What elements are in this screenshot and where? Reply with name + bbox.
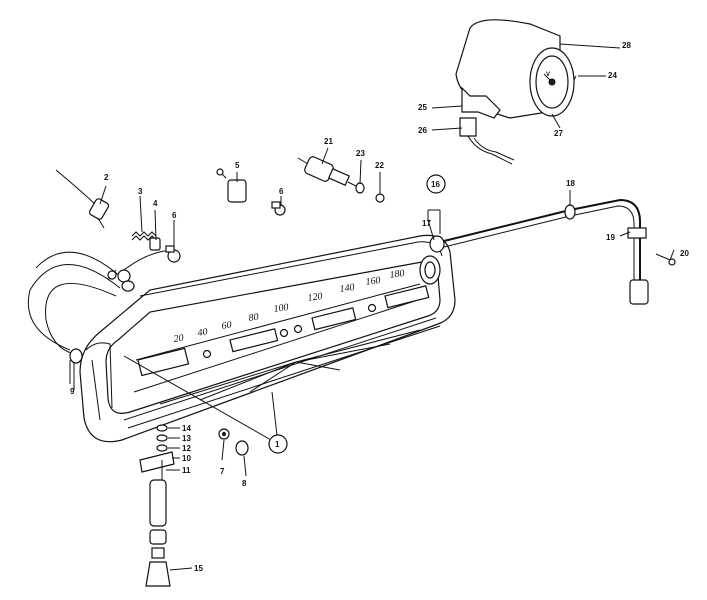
- callout-13: 13: [182, 434, 191, 443]
- callout-20: 20: [680, 249, 689, 258]
- scale-mark: 160: [365, 275, 381, 288]
- callout-labels: 1 2 3 4 5 6 6 7 8 9 10 11 12 13 14 15 16…: [70, 41, 689, 573]
- callout-11: 11: [182, 466, 191, 475]
- bulb-holder-wire: [55, 169, 110, 229]
- callout-22: 22: [375, 161, 384, 170]
- scale-mark: 20: [173, 333, 184, 345]
- scale-mark: 40: [197, 327, 208, 339]
- callout-18: 18: [566, 179, 575, 188]
- speedometer-cable: [429, 198, 676, 305]
- speedometer-scale: 20 40 60 80 100 120 140 160 180: [173, 268, 405, 345]
- callout-9: 9: [70, 387, 75, 396]
- warning-lamp-socket: [216, 168, 247, 203]
- knurled-nut: [235, 440, 249, 456]
- callout-26: 26: [418, 126, 427, 135]
- callout-28: 28: [622, 41, 631, 50]
- scale-mark: 140: [339, 282, 355, 295]
- callout-3: 3: [138, 187, 143, 196]
- callout-19: 19: [606, 233, 615, 242]
- scale-mark: 180: [389, 268, 405, 281]
- callout-25: 25: [418, 103, 427, 112]
- wiring-harness: [27, 249, 177, 355]
- tachometer-bracket: [459, 86, 515, 165]
- callout-24: 24: [608, 71, 617, 80]
- callout-27: 27: [554, 129, 563, 138]
- bulb: [165, 245, 181, 263]
- callout-16: 16: [431, 180, 440, 189]
- instrument-panel: [79, 234, 456, 443]
- bulb-socket: [149, 237, 161, 251]
- callout-7: 7: [220, 467, 225, 476]
- sender-unit: [297, 156, 357, 187]
- cable-grommet: [69, 348, 83, 384]
- callout-12: 12: [182, 444, 191, 453]
- callout-14: 14: [182, 424, 191, 433]
- callout-6: 6: [172, 211, 177, 220]
- svg-text:V: V: [546, 72, 550, 78]
- callout-6b: 6: [279, 187, 284, 196]
- tachometer: V: [455, 19, 575, 119]
- nut: [218, 428, 230, 440]
- callout-5: 5: [235, 161, 240, 170]
- scale-mark: 60: [221, 320, 232, 332]
- callout-10: 10: [182, 454, 191, 463]
- callout-8: 8: [242, 479, 247, 488]
- callout-4: 4: [153, 199, 158, 208]
- callout-15: 15: [194, 564, 203, 573]
- scale-mark: 120: [307, 291, 323, 304]
- callout-2: 2: [104, 173, 109, 182]
- callout-23: 23: [356, 149, 365, 158]
- callout-1: 1: [275, 440, 280, 449]
- washer-2: [355, 182, 365, 194]
- bulb-spring: [131, 231, 157, 241]
- scale-mark: 80: [248, 312, 259, 324]
- callout-21: 21: [324, 137, 333, 146]
- small-bulb: [271, 201, 286, 216]
- fastener-stack: [139, 424, 175, 587]
- scale-mark: 100: [273, 302, 289, 315]
- callout-17: 17: [422, 219, 431, 228]
- terminal: [375, 193, 385, 203]
